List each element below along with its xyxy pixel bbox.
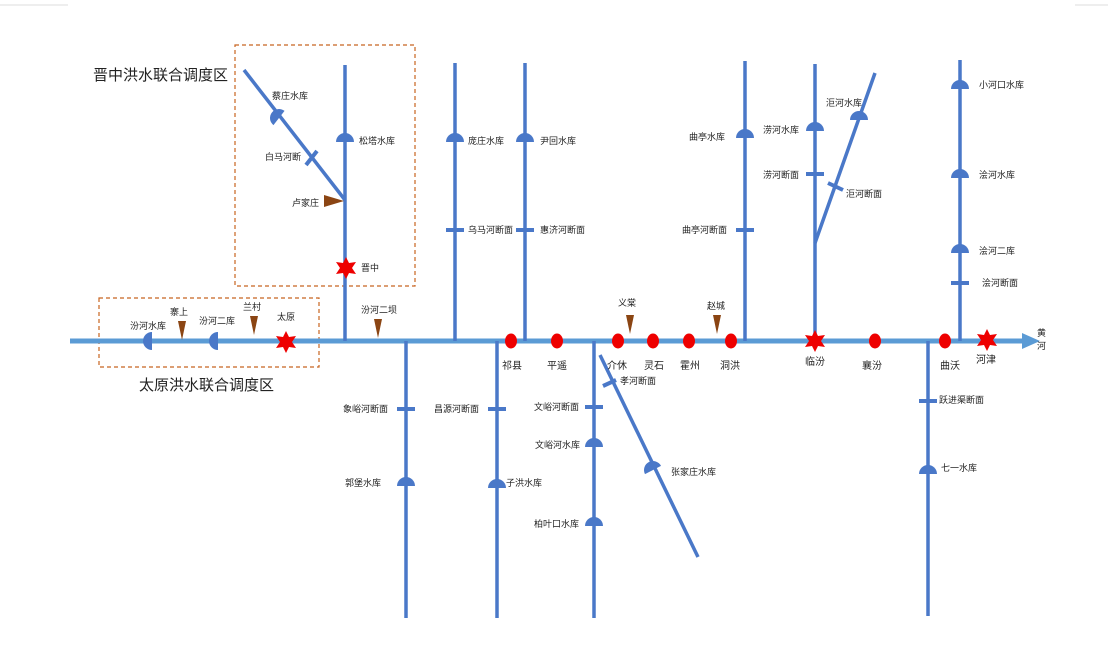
label-hejin: 河津 [976,354,996,366]
pangzhuang-reservoir-icon [446,133,464,142]
label-fenheku: 汾河水库 [130,320,166,332]
label-zhangjiazhuang: 张家庄水库 [671,466,716,478]
zhaishang-station-icon [178,321,186,340]
quwo-dot [939,333,951,349]
zhaocheng-station-icon [713,315,721,334]
label-fen2ba: 汾河二坝 [361,304,397,316]
yinhui-reservoir-icon [516,133,534,142]
label-xiangyud: 象峪河断面 [343,403,388,415]
fen2ba-station-icon [374,319,382,338]
label-kuaid: 浍河断面 [982,277,1018,289]
label-qutingk: 曲亭水库 [689,131,725,143]
label-jinzhong-city: 晋中 [361,262,379,274]
label-yinhui: 尹回水库 [540,135,576,147]
fen2-reservoir-icon [209,332,218,350]
label-caizhuang: 蔡庄水库 [272,90,308,102]
qixian-dot [505,333,517,349]
jinzhong-zone-box [234,44,416,287]
river-arrow-head [1022,333,1040,349]
zihong-reservoir-icon [488,479,506,488]
label-zihong: 子洪水库 [506,477,542,489]
xiangfen-dot [869,333,881,349]
qiyi-reservoir-icon [919,465,937,474]
guobao-reservoir-icon [397,477,415,486]
label-linfen: 临汾 [805,355,825,368]
label-xiaohed: 孝河断面 [620,375,656,387]
label-baima: 白马河断 [265,151,301,163]
songta-reservoir-icon [336,133,354,142]
label-laohed: 涝河断面 [763,169,799,181]
yellow-river-label-2: 河 [1037,340,1046,352]
label-songta: 松塔水库 [359,135,395,147]
xiaohekou-reservoir-icon [951,80,969,89]
label-pingyao: 平遥 [547,359,567,372]
label-laohek: 涝河水库 [763,124,799,136]
stations [178,195,721,340]
lancun-station-icon [250,316,258,335]
label-wenyuk: 文峪河水库 [535,439,580,451]
yellow-river-label-1: 黄 [1037,327,1046,339]
huozhou-dot [683,333,695,349]
label-lancun: 兰村 [243,301,261,313]
baiyekou-reservoir-icon [585,517,603,526]
label-guobao: 郭堡水库 [345,477,381,489]
laohe-reservoir-icon [806,122,824,131]
label-wenyud: 文峪河断面 [534,401,579,413]
label-pangzhuang: 庞庄水库 [468,135,504,147]
label-qixian: 祁县 [502,359,522,372]
label-quwo: 曲沃 [940,360,960,372]
label-juhek: 洰河水库 [826,97,862,109]
kuaihe-reservoir-icon [951,169,969,178]
label-kuaihe: 浍河水库 [979,169,1015,181]
label-fen2ku: 汾河二库 [199,315,235,327]
tributaries [242,60,962,618]
quting-reservoir-icon [736,129,754,138]
reservoir-symbols [143,80,969,526]
yitang-station-icon [626,315,634,334]
jinzhong-zone-title: 晋中洪水联合调度区 [93,66,228,84]
label-kuai2: 浍河二库 [979,245,1015,257]
label-qutingd: 曲亭河断面 [682,224,727,236]
label-jiexiu: 介休 [607,360,627,372]
kuai2-reservoir-icon [951,244,969,253]
label-zhaishang: 寨上 [170,306,188,318]
label-yuejinqu: 跃进渠断面 [939,394,984,406]
label-zhaocheng: 赵城 [707,300,725,312]
juhe-reservoir-icon [850,111,868,120]
label-huozhou: 霍州 [680,360,700,372]
hongdong-dot [725,333,737,349]
wenyu-reservoir-icon [585,438,603,447]
jinzhong-star-icon [336,257,356,279]
lujia-station-icon [324,195,344,207]
label-xiangfen: 襄汾 [862,359,882,372]
label-hongdong: 洞洪 [720,360,740,372]
label-taiyuan-city: 太原 [277,311,295,323]
label-juhed: 洰河断面 [846,188,882,200]
section-ticks [304,149,969,411]
label-xiaohekou: 小河口水库 [979,79,1024,91]
taiyuan-zone-box [98,297,320,368]
fenhe-reservoir-icon [143,332,152,350]
label-lingshi: 灵石 [644,360,664,372]
label-qiyi: 七一水库 [941,462,977,474]
label-changyuan: 昌源河断面 [434,403,479,415]
label-baiyekou: 柏叶口水库 [534,518,579,530]
lingshi-dot [647,333,659,349]
label-wuma: 乌马河断面 [468,224,513,236]
label-huiji: 惠济河断面 [540,224,585,236]
zhangjiazhuang-reservoir-icon [644,461,662,475]
jiexiu-dot [612,333,624,349]
label-lujia: 卢家庄 [292,197,319,209]
taiyuan-zone-title: 太原洪水联合调度区 [139,376,274,394]
label-yitang: 义棠 [618,297,636,309]
pingyao-dot [551,333,563,349]
city-markers [505,333,951,349]
caizhuang-reservoir-icon [270,109,285,126]
